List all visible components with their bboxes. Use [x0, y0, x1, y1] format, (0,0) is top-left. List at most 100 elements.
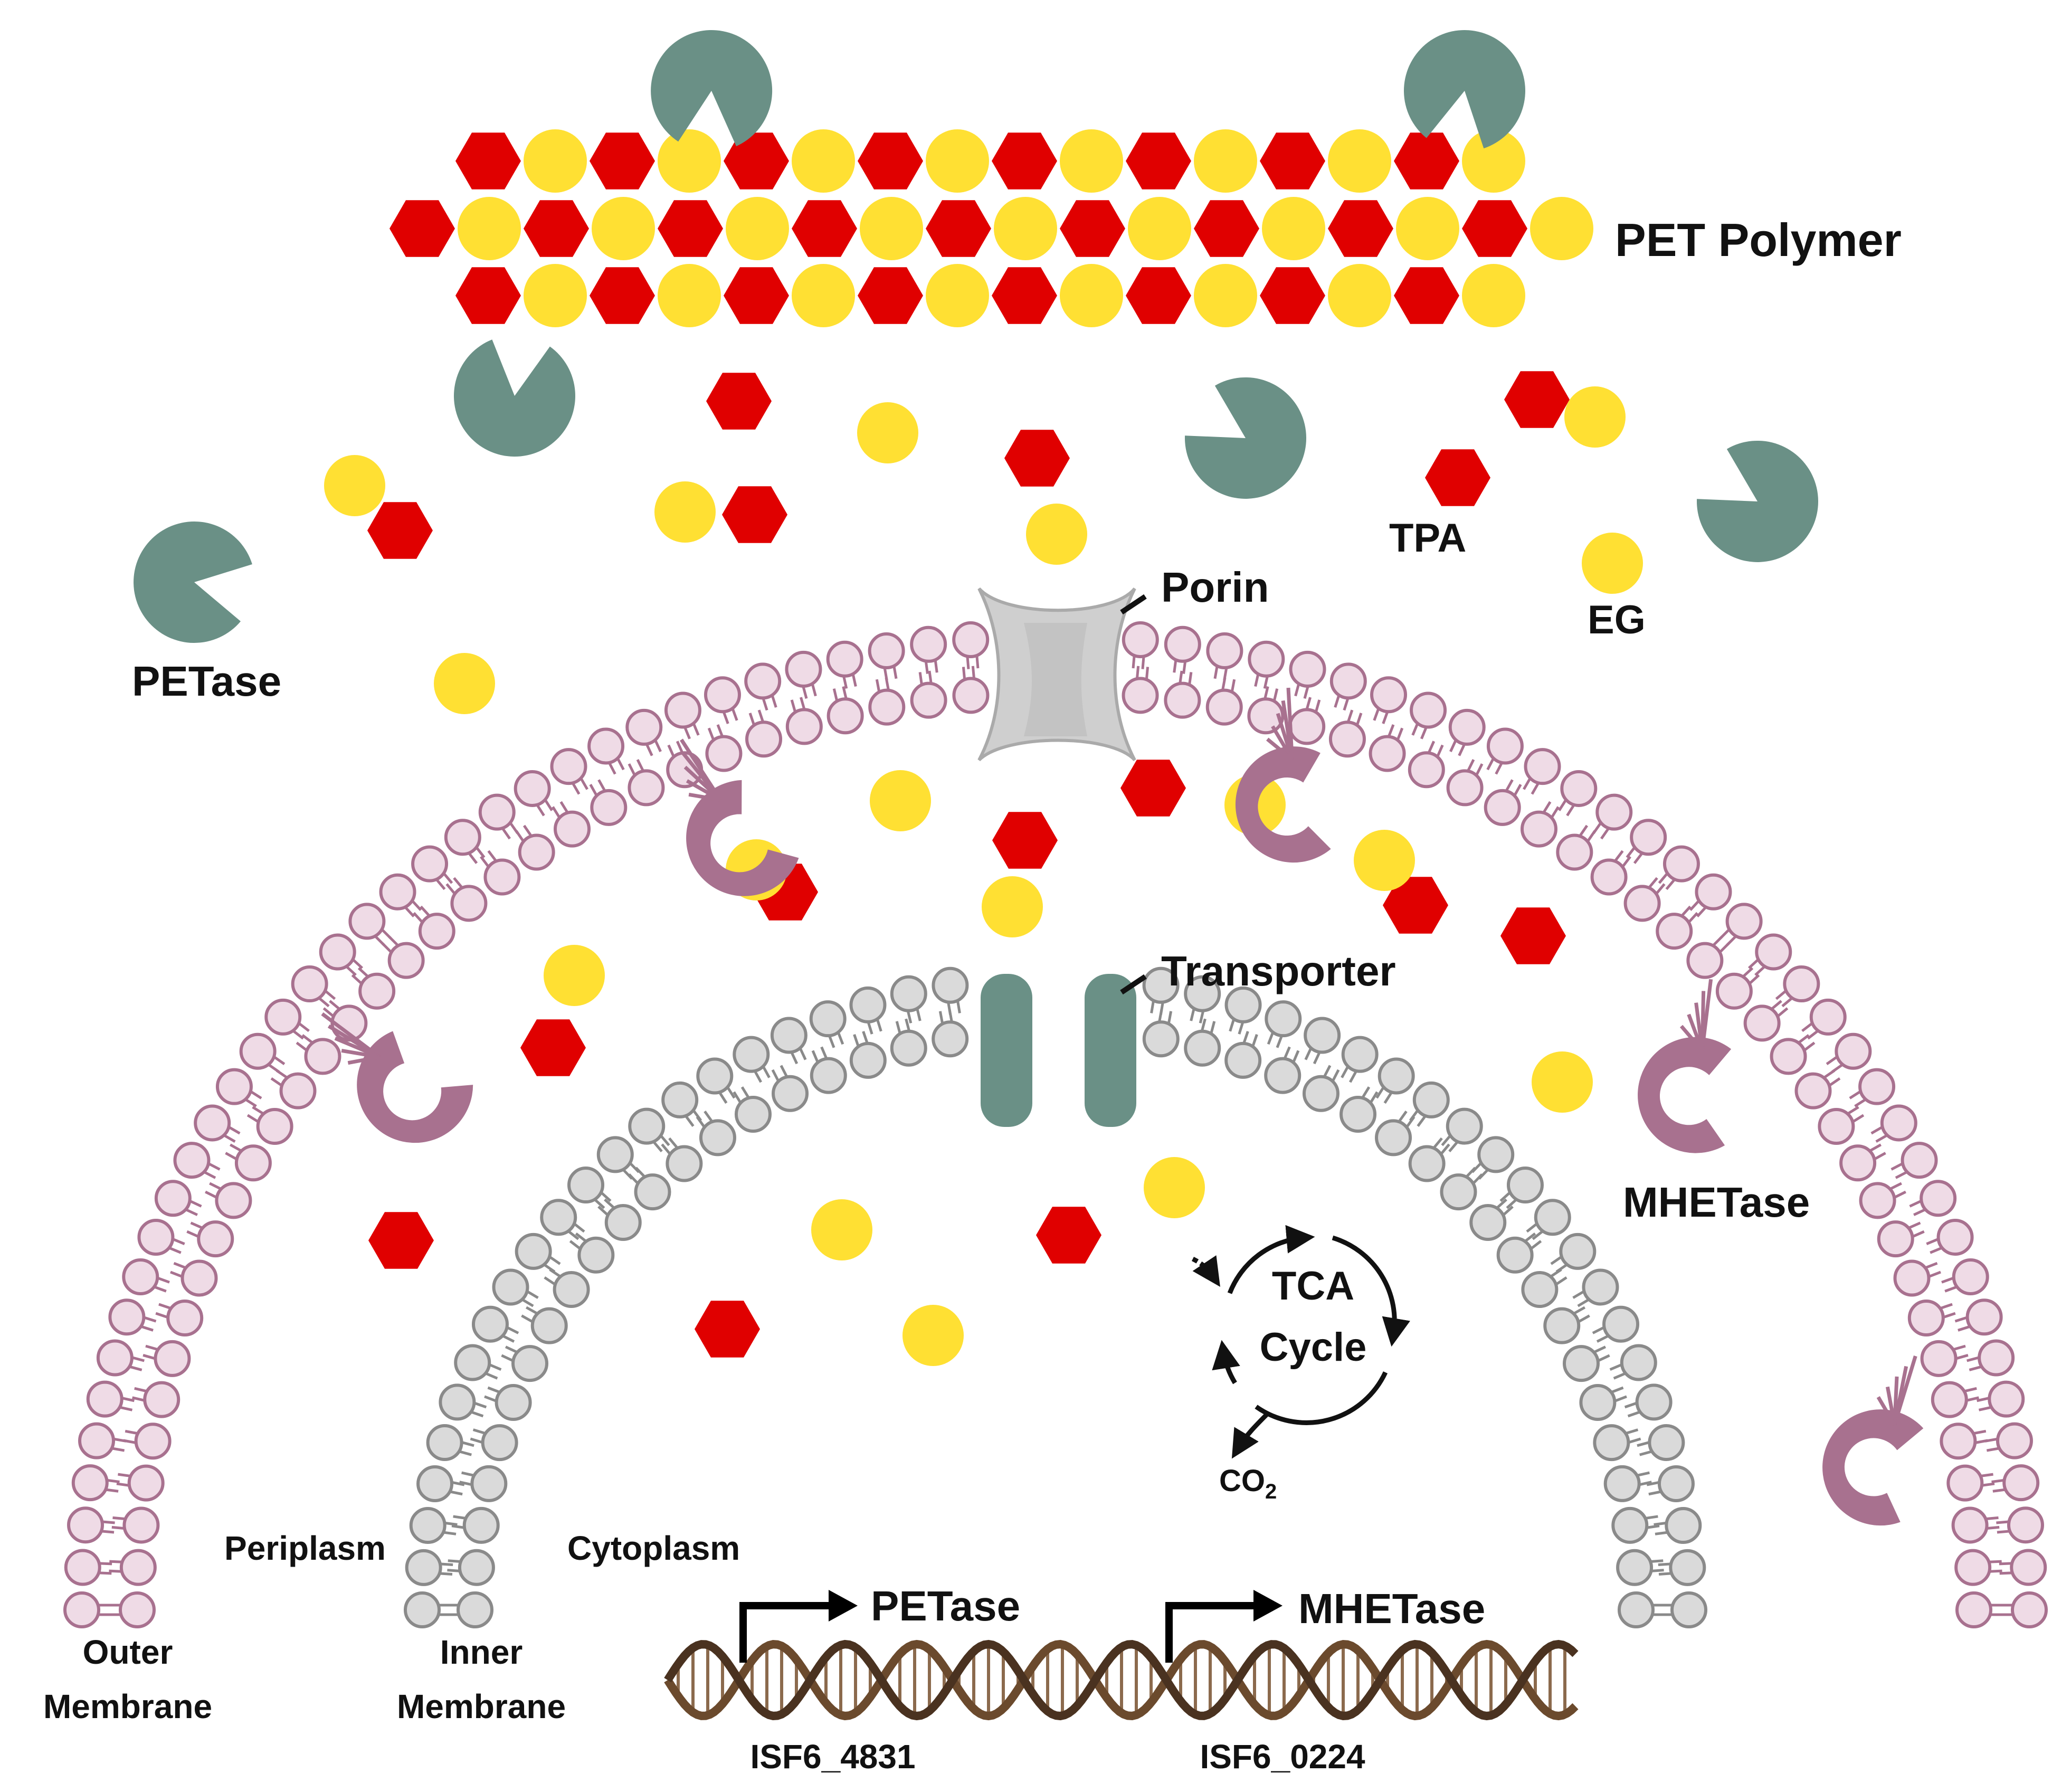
lipid-head	[1630, 819, 1667, 856]
promoter-arrows	[739, 1590, 1282, 1663]
tpa-molecule	[1394, 267, 1459, 324]
eg-molecule	[658, 264, 721, 327]
lipid-head	[457, 1591, 493, 1628]
lipid-head	[849, 986, 887, 1023]
lipid-head	[1247, 697, 1285, 735]
eg-molecule	[1530, 197, 1593, 260]
lipid-head	[134, 1423, 172, 1460]
co2-label: CO2	[1219, 1464, 1277, 1503]
gene-petase-label: PETase	[871, 1582, 1020, 1629]
lipid-head	[530, 1307, 568, 1344]
lipid-head	[1369, 735, 1406, 772]
lipid-head	[1951, 1506, 1989, 1544]
lipid-head	[553, 1271, 590, 1309]
lipid-head	[1122, 621, 1159, 659]
eg-molecule	[1060, 129, 1123, 193]
lipid-head	[1408, 1145, 1446, 1182]
petase-label: PETase	[132, 658, 281, 705]
gene-id-2-label: ISF6_0224	[1200, 1738, 1365, 1776]
lipid-head	[1142, 1020, 1180, 1058]
lipid-head	[890, 975, 927, 1012]
lipid-head	[1996, 1422, 2033, 1459]
lipid-head	[826, 640, 863, 678]
tpa-molecule	[1036, 1207, 1101, 1264]
lipid-head	[478, 793, 516, 831]
lipid-head	[154, 1340, 191, 1377]
tpa-molecule	[1126, 132, 1191, 189]
tpa-molecule	[724, 132, 789, 189]
eg-molecule	[1328, 129, 1391, 193]
lipid-head	[1988, 1380, 2025, 1418]
lipid-head	[910, 681, 947, 719]
lipid-head	[1289, 650, 1326, 688]
lipid-head	[704, 676, 741, 714]
dna-strand	[664, 1639, 1579, 1721]
lipid-head	[444, 819, 481, 856]
lipid-head	[137, 1218, 175, 1256]
inner-membrane-label-line2: Membrane	[397, 1687, 566, 1725]
lipid-head	[634, 1173, 671, 1211]
mhetase-body	[357, 1031, 473, 1143]
lipid-head	[1946, 1464, 1984, 1502]
lipid-head	[492, 1268, 529, 1306]
lipid-head	[1920, 1180, 1957, 1217]
lipid-head	[416, 1465, 454, 1502]
lipid-head	[439, 1383, 476, 1421]
petase-enzyme	[1697, 440, 1819, 562]
lipid-head	[1142, 966, 1180, 1004]
mhetase-body	[1638, 1037, 1732, 1153]
lipid-head	[932, 1020, 969, 1058]
lipid-head	[1486, 727, 1524, 765]
eg-molecule	[1060, 264, 1123, 327]
lipid-head	[358, 972, 396, 1010]
eg-molecule	[592, 197, 655, 260]
tpa-molecule	[1425, 449, 1490, 506]
pet-polymer-label: PET Polymer	[1615, 214, 1902, 266]
periplasm-label: Periplasm	[224, 1529, 386, 1567]
lipid-head	[1328, 720, 1366, 758]
lipid-head	[1839, 1144, 1877, 1182]
transporter-label: Transporter	[1161, 947, 1396, 994]
lipid-head	[1783, 965, 1820, 1003]
lipid-head	[1715, 972, 1753, 1010]
lipid-head	[1686, 942, 1724, 979]
lipid-head	[470, 1465, 508, 1502]
eg-molecule	[926, 264, 989, 327]
lipid-head	[1469, 1203, 1507, 1241]
eg-molecule	[792, 264, 855, 327]
lipid-head	[194, 1104, 231, 1142]
mhetase-enzyme	[680, 738, 799, 896]
lipid-head	[1859, 1182, 1896, 1219]
lipid-head	[1901, 1142, 1938, 1179]
lipid-head	[1534, 1199, 1571, 1236]
lipid-head	[1616, 1549, 1654, 1586]
lipid-head	[826, 697, 864, 735]
lipid-head	[772, 1075, 809, 1112]
lipid-head	[849, 1041, 887, 1079]
lipid-head	[1448, 708, 1486, 746]
lipid-head	[518, 833, 555, 871]
lipid-head	[426, 1424, 463, 1461]
lipid-head	[1877, 1220, 1914, 1258]
lipid-head	[1952, 1258, 1989, 1295]
tpa-molecule	[1328, 200, 1393, 257]
lipid-head	[515, 1232, 552, 1270]
lipid-head	[952, 621, 990, 659]
eg-molecule	[1564, 386, 1626, 448]
lipid-head	[67, 1506, 104, 1544]
tpa-molecule	[926, 200, 991, 257]
lipid-head	[1880, 1104, 1917, 1142]
eg-molecule	[1354, 830, 1415, 891]
lipid-head	[514, 770, 551, 807]
lipid-head	[495, 1384, 532, 1421]
mhetase-enzyme	[1235, 687, 1331, 863]
lipid-head	[119, 1549, 157, 1586]
tpa-label: TPA	[1389, 516, 1466, 561]
labels: PET Polymer Porin TPA EG PETase Transpor…	[43, 214, 1902, 1776]
eg-molecule	[726, 197, 789, 260]
transporter-channel	[981, 974, 1136, 1127]
lipid-head	[1755, 933, 1792, 971]
lipid-head	[197, 1220, 234, 1258]
tpa-molecule	[858, 132, 923, 189]
